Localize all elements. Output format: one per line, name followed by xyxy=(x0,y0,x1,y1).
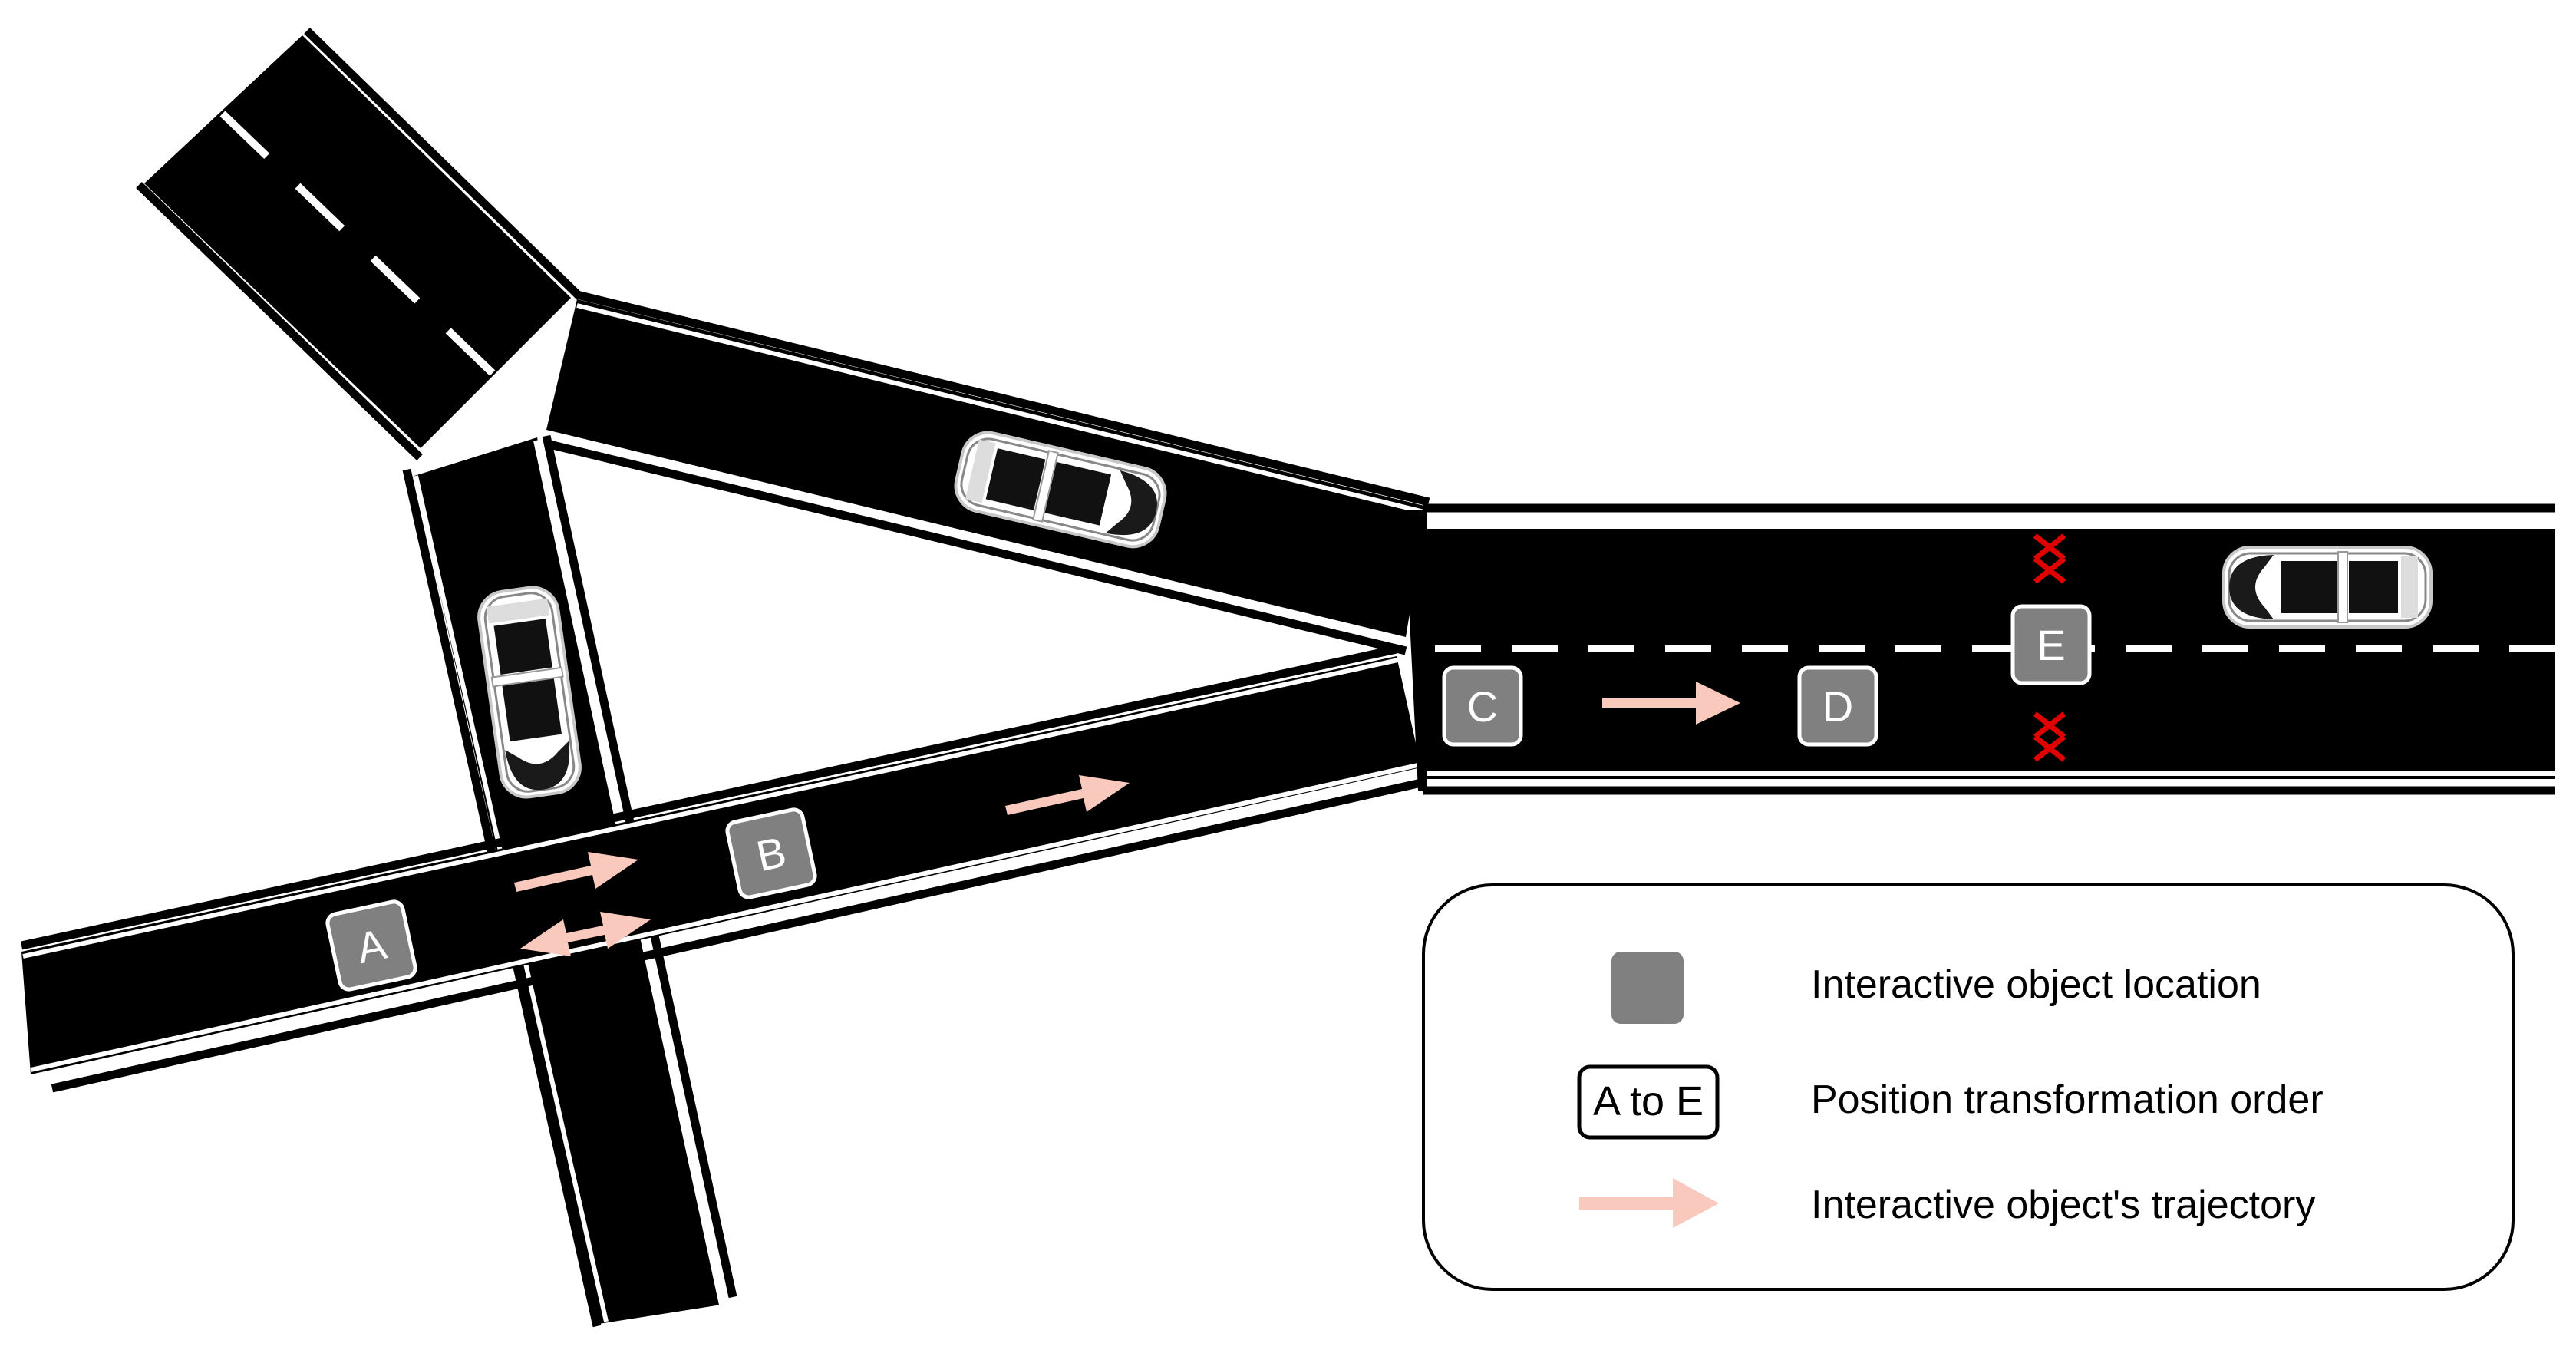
car-right-road xyxy=(2222,546,2433,629)
legend-location-label: Interactive object location xyxy=(1811,962,2261,1007)
road-top-left-branch xyxy=(136,28,583,460)
trajectory-arrow-right-road xyxy=(1602,682,1740,725)
road-lower-diagonal xyxy=(20,645,1423,1093)
legend-order-label: Position transformation order xyxy=(1811,1078,2324,1122)
trajectory-arrows xyxy=(514,682,1740,956)
trajectory-arrow-lower-left xyxy=(514,852,638,892)
legend-order-box xyxy=(1577,1064,1720,1140)
marker-c: C xyxy=(1442,665,1523,747)
trajectory-arrow-double xyxy=(520,912,651,956)
blocked-mark-bottom xyxy=(2033,711,2066,762)
marker-d-label: D xyxy=(1822,682,1853,731)
marker-e: E xyxy=(2010,604,2092,685)
marker-b: B xyxy=(725,807,817,899)
legend: Interactive object location A to E Posit… xyxy=(1422,883,2515,1291)
marker-e-label: E xyxy=(2037,621,2065,669)
legend-trajectory-arrow-icon xyxy=(1579,1178,1719,1228)
marker-c-label: C xyxy=(1467,682,1498,731)
legend-location-swatch xyxy=(1611,952,1684,1024)
marker-a: A xyxy=(325,899,417,992)
trajectory-arrow-lower-right xyxy=(1005,775,1130,815)
legend-trajectory-label: Interactive object's trajectory xyxy=(1811,1183,2315,1227)
marker-d: D xyxy=(1797,665,1878,747)
blocked-mark-top xyxy=(2033,533,2066,584)
legend-order-sample: A to E xyxy=(1593,1078,1704,1124)
